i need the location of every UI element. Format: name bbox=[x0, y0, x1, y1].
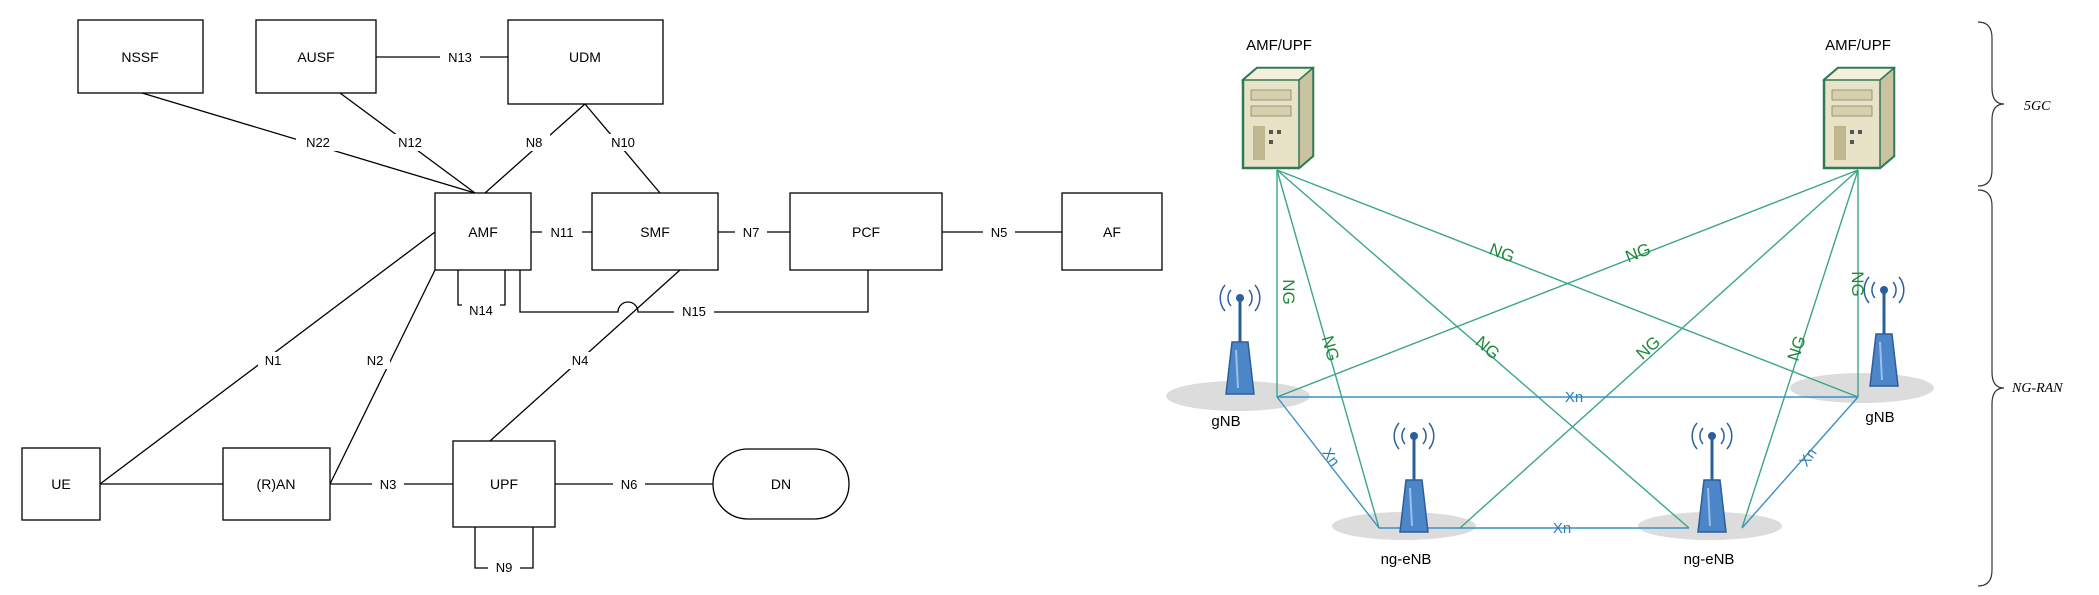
ng-label-5: NG bbox=[1623, 239, 1654, 266]
xn-label-right: Xn bbox=[1796, 445, 1820, 470]
brace-5gc bbox=[1977, 21, 2005, 187]
af-box bbox=[1061, 192, 1163, 271]
xn-links bbox=[1276, 396, 1859, 529]
dn-box bbox=[712, 448, 850, 520]
ran-box bbox=[222, 447, 331, 521]
ngenb-left-antenna-icon bbox=[1393, 422, 1435, 533]
interface-label-backgrounds bbox=[258, 49, 1015, 576]
ran-label: (R)AN bbox=[257, 476, 296, 492]
smf-box bbox=[591, 192, 719, 271]
ng-links bbox=[1276, 169, 1859, 529]
server-left-label: AMF/UPF bbox=[1246, 37, 1312, 54]
interface-n6: N6 bbox=[621, 477, 638, 492]
pcf-label: PCF bbox=[852, 224, 880, 240]
interface-n14: N14 bbox=[469, 303, 493, 318]
ng-label-8: NG bbox=[1848, 271, 1867, 297]
ng-label-6: NG bbox=[1632, 332, 1664, 363]
interface-n10: N10 bbox=[611, 135, 635, 150]
interface-n4: N4 bbox=[572, 353, 589, 368]
server-left-icon bbox=[1240, 66, 1316, 170]
gnb-left-label: gNB bbox=[1211, 413, 1240, 430]
interface-n12: N12 bbox=[398, 135, 422, 150]
xn-label-left: Xn bbox=[1318, 445, 1342, 470]
ngenb-left-label: ng-eNB bbox=[1381, 551, 1432, 568]
pcf-box bbox=[789, 192, 943, 271]
interface-n22: N22 bbox=[306, 135, 330, 150]
xn-label-bottom: Xn bbox=[1553, 520, 1571, 537]
dn-label: DN bbox=[771, 476, 791, 492]
ausf-label: AUSF bbox=[297, 49, 334, 65]
udm-box bbox=[507, 19, 664, 105]
ng-ran-architecture: NG NG NG NG NG NG NG NG Xn Xn Xn Xn AMF/… bbox=[1166, 21, 2063, 587]
xn-label-top: Xn bbox=[1565, 389, 1583, 406]
interface-n13: N13 bbox=[448, 50, 472, 65]
ngenb-right-antenna-icon bbox=[1691, 422, 1733, 533]
gnb-left-antenna-icon bbox=[1219, 284, 1261, 395]
gnb-right-antenna-icon bbox=[1863, 276, 1905, 387]
amf-box bbox=[434, 192, 532, 271]
ng-label-1: NG bbox=[1279, 279, 1298, 305]
link-amf-pcf-n15 bbox=[519, 270, 869, 313]
interface-n11: N11 bbox=[551, 225, 574, 240]
brace-5gc-label: 5GC bbox=[2024, 99, 2051, 114]
server-right-label: AMF/UPF bbox=[1825, 37, 1891, 54]
interface-n15: N15 bbox=[682, 304, 706, 319]
interface-n3: N3 bbox=[380, 477, 397, 492]
upf-box bbox=[452, 440, 556, 528]
af-label: AF bbox=[1103, 224, 1121, 240]
loop-n14 bbox=[457, 270, 506, 306]
ausf-box bbox=[255, 19, 377, 94]
amf-label: AMF bbox=[468, 224, 498, 240]
gnb-right-label: gNB bbox=[1865, 409, 1894, 426]
nssf-box bbox=[77, 19, 204, 94]
ue-label: UE bbox=[51, 476, 70, 492]
ng-label-2: NG bbox=[1318, 334, 1343, 364]
interface-n8: N8 bbox=[526, 135, 543, 150]
brace-ng-ran-label: NG-RAN bbox=[2011, 381, 2063, 396]
interface-n9: N9 bbox=[496, 560, 513, 575]
link-ran-amf bbox=[329, 269, 436, 485]
ng-label-3: NG bbox=[1472, 332, 1504, 363]
interface-n1: N1 bbox=[265, 353, 282, 368]
upf-label: UPF bbox=[490, 476, 518, 492]
interface-n7: N7 bbox=[743, 225, 760, 240]
interface-n5: N5 bbox=[991, 225, 1008, 240]
brace-ng-ran bbox=[1977, 189, 2005, 587]
udm-label: UDM bbox=[569, 49, 601, 65]
nssf-label: NSSF bbox=[121, 49, 158, 65]
server-right-icon bbox=[1821, 66, 1897, 170]
smf-label: SMF bbox=[640, 224, 670, 240]
ng-label-7: NG bbox=[1784, 333, 1810, 363]
ue-box bbox=[21, 447, 101, 521]
service-architecture bbox=[21, 19, 1163, 569]
interface-n2: N2 bbox=[367, 353, 384, 368]
ngenb-right-label: ng-eNB bbox=[1684, 551, 1735, 568]
